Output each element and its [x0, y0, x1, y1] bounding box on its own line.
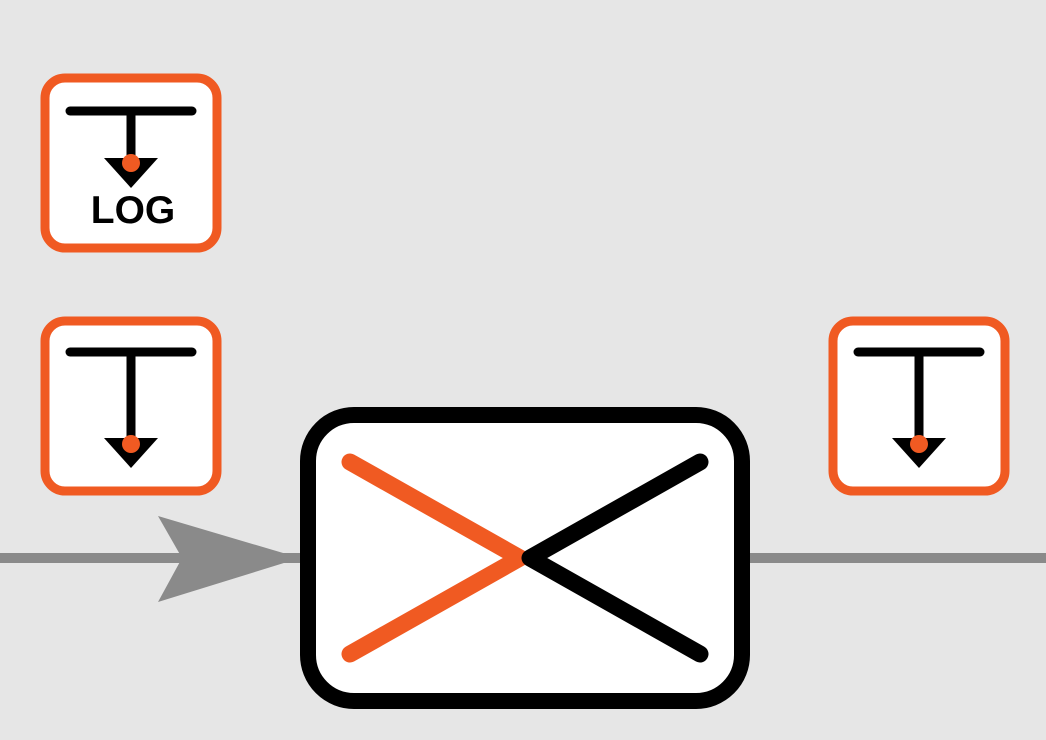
probe-input-icon[interactable] [40, 316, 222, 496]
probe-log-icon[interactable]: LOG [40, 73, 222, 253]
cross-operator-icon[interactable] [300, 407, 750, 709]
arrow-right-icon [158, 516, 300, 602]
probe-output-icon[interactable] [828, 316, 1010, 496]
log-probe-label: LOG [91, 189, 176, 232]
